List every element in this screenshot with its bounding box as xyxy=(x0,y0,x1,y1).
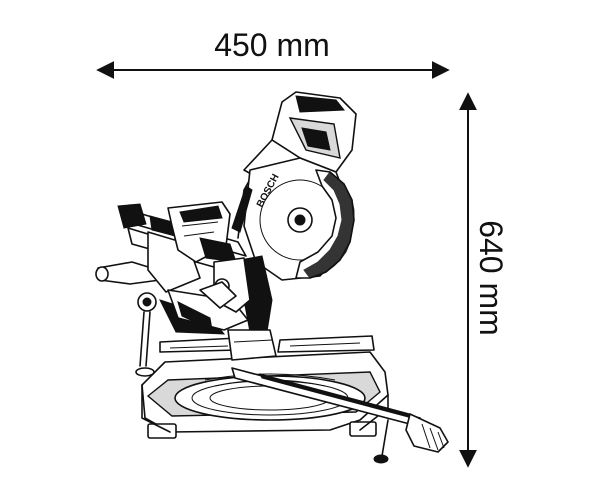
miter-saw-illustration: BOSCH xyxy=(95,91,449,464)
hold-down-clamp xyxy=(95,261,161,377)
width-dimension: 450 mm xyxy=(96,27,450,79)
lower-bracket xyxy=(177,185,273,339)
height-dimension: 640 mm xyxy=(459,92,509,468)
saw-fence xyxy=(159,335,375,353)
extension-rail xyxy=(231,367,449,464)
saw-blade xyxy=(295,169,355,279)
bevel-post xyxy=(227,329,277,361)
height-dimension-label: 640 mm xyxy=(473,220,509,336)
width-dimension-label: 450 mm xyxy=(214,27,330,63)
saw-handle xyxy=(167,201,237,263)
saw-base xyxy=(141,351,389,439)
